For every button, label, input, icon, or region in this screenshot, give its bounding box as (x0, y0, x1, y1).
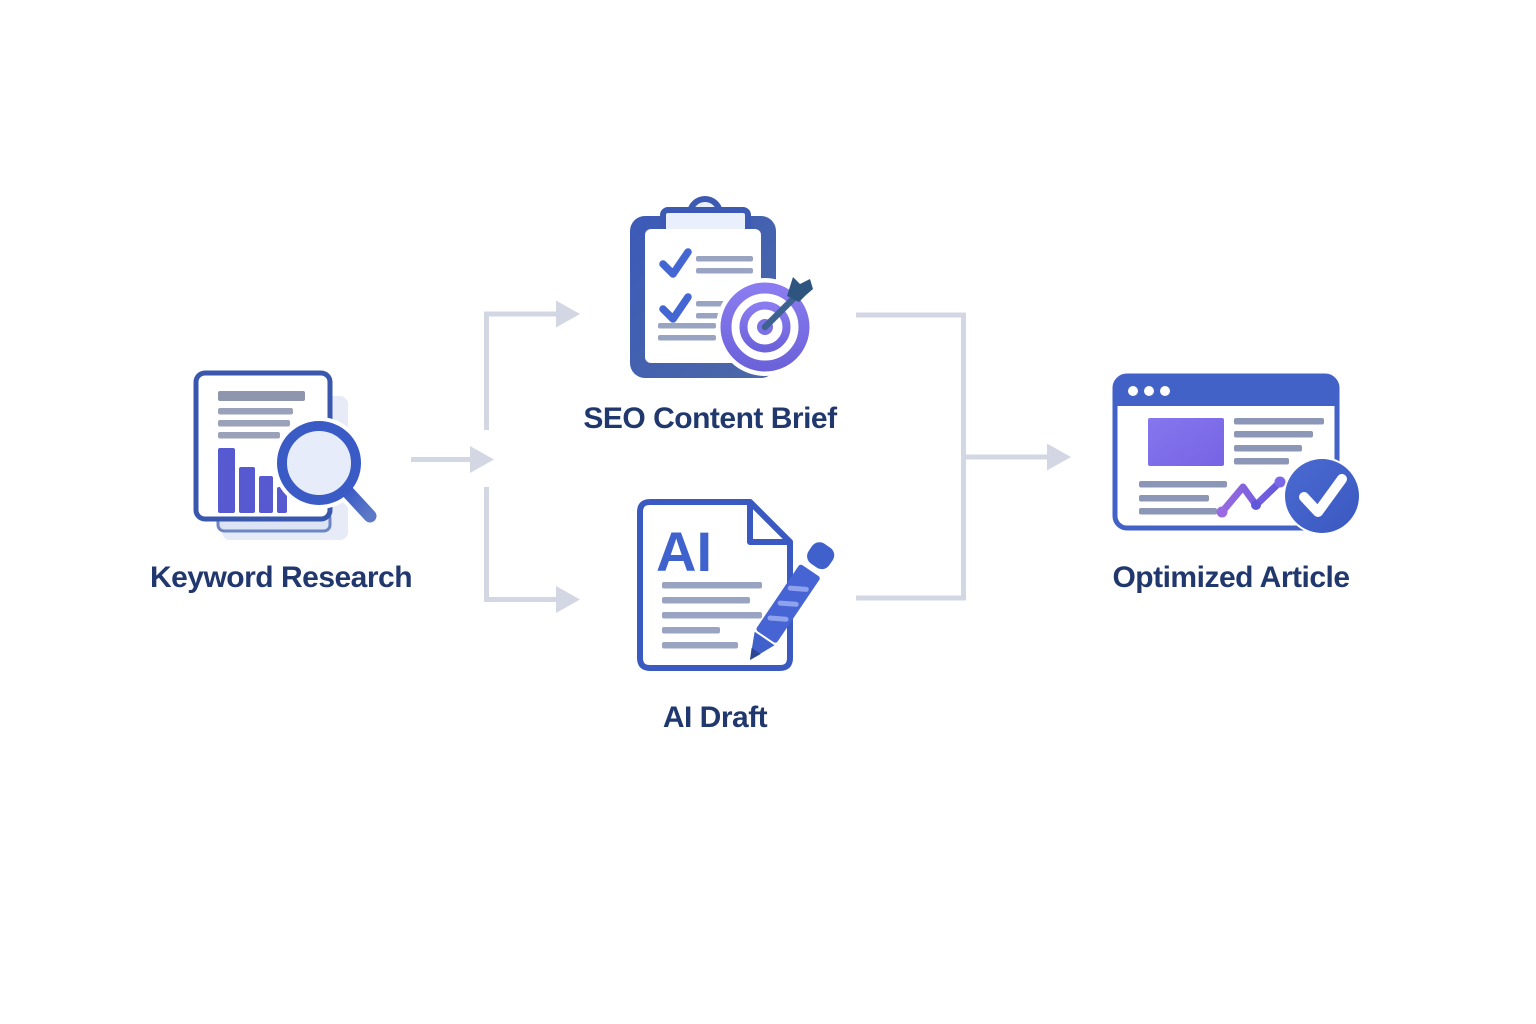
text-line (662, 642, 738, 649)
browser-header-bar (1115, 376, 1337, 406)
article-image-placeholder (1148, 418, 1224, 466)
text-line (1234, 418, 1324, 425)
document-bar-chart-magnifier-icon (193, 370, 380, 540)
text-line (1139, 481, 1227, 488)
arrowhead-icon (556, 586, 580, 613)
text-line (658, 335, 716, 341)
trend-line-icon (1216, 476, 1286, 518)
seo-content-brief-label: SEO Content Brief (583, 402, 837, 435)
checkmark-badge-icon (1283, 457, 1361, 535)
keyword-research-label: Keyword Research (149, 561, 413, 594)
magnifier-icon (273, 417, 380, 529)
text-line (1139, 508, 1217, 515)
text-line (662, 612, 762, 619)
text-line (662, 627, 720, 634)
arrowhead-icon (1047, 443, 1071, 471)
text-line (662, 582, 762, 589)
text-line (696, 268, 753, 274)
pencil-icon (750, 542, 835, 660)
optimized-article-label: Optimized Article (1112, 561, 1350, 594)
arrowhead-icon (470, 446, 494, 473)
text-line (218, 408, 293, 415)
target-dart-icon (716, 277, 814, 376)
text-line (218, 420, 290, 427)
text-line (658, 323, 716, 329)
text-line (1234, 431, 1313, 438)
ai-label-on-document: AI (656, 520, 712, 583)
bar-chart (218, 448, 287, 513)
folded-corner (747, 499, 793, 545)
text-line (696, 256, 753, 262)
text-line (662, 597, 750, 604)
browser-dots-icon (1128, 386, 1170, 396)
arrow-junction-to-draft (484, 487, 556, 602)
arrow-junction-to-brief (484, 311, 556, 430)
clipboard-checklist-target-icon (630, 196, 814, 378)
text-line (1139, 495, 1209, 502)
ai-draft-label: AI Draft (662, 701, 768, 734)
text-line (1234, 445, 1302, 452)
text-line (218, 432, 280, 439)
text-line (1234, 458, 1289, 465)
arrowhead-icon (556, 300, 580, 328)
checkmark-icon (659, 248, 692, 323)
browser-article-checkmark-icon (1112, 373, 1361, 535)
ai-document-pencil-icon: AI (637, 499, 835, 671)
text-line (218, 391, 305, 401)
